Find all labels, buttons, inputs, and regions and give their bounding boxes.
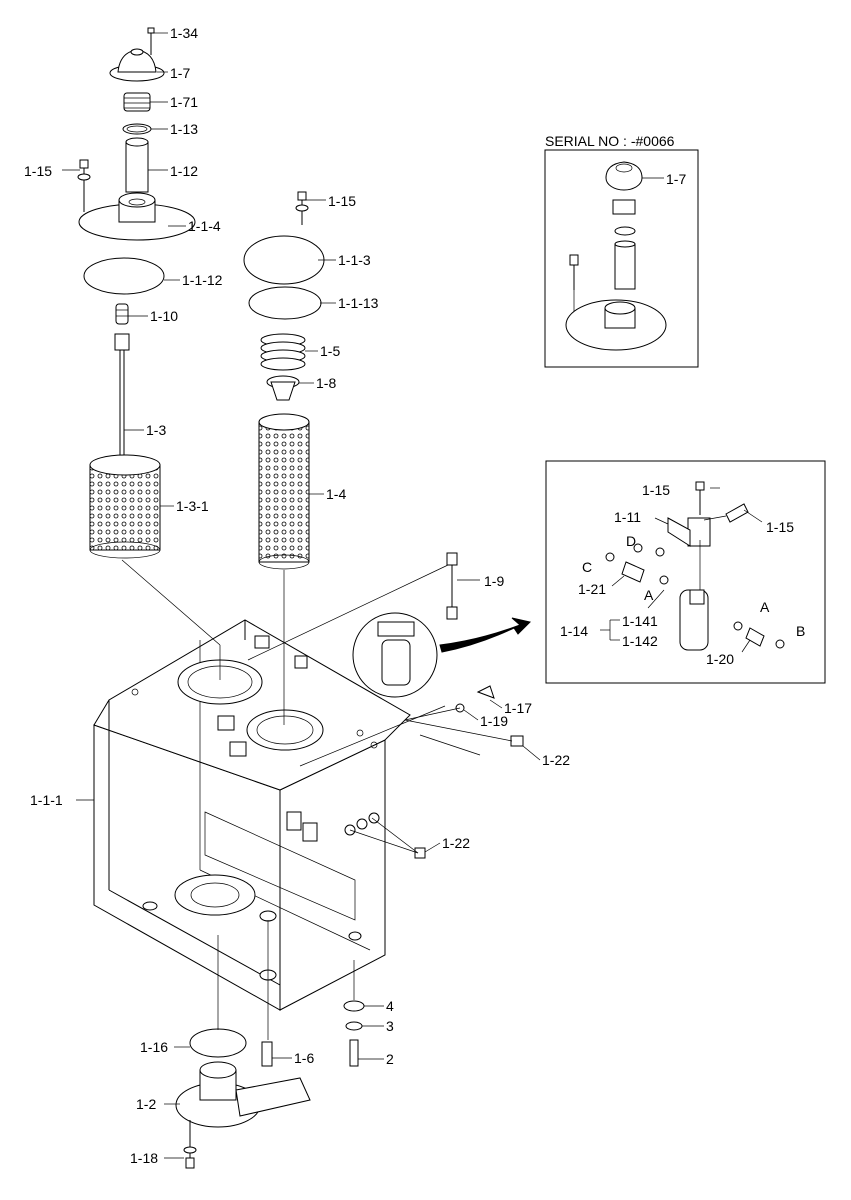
plug-1-22b <box>414 847 426 859</box>
label-1-71: 1-71 <box>170 94 198 110</box>
detail-label-A-left: A <box>644 587 654 603</box>
label-1-34: 1-34 <box>170 25 198 41</box>
gasket-1-1-12 <box>83 257 165 295</box>
spring-1-71 <box>123 92 151 112</box>
detail-label-1-11: 1-11 <box>614 509 641 525</box>
label-1-1-12: 1-1-12 <box>182 272 223 288</box>
cap-1-7 <box>109 48 165 82</box>
spring-1-10 <box>115 303 129 325</box>
spring-1-5 <box>260 333 306 371</box>
label-1-9: 1-9 <box>484 573 504 589</box>
gasket-1-16 <box>189 1028 247 1058</box>
pipe-1-12 <box>125 137 149 193</box>
detail-label-1-142: 1-142 <box>622 633 658 649</box>
label-1-1-3: 1-1-3 <box>338 252 371 268</box>
element-1-3-1 <box>89 454 161 559</box>
inset-detail-box <box>545 460 826 684</box>
label-2: 2 <box>386 1051 394 1067</box>
washer-4 <box>343 1000 365 1012</box>
washer-3 <box>345 1021 363 1031</box>
pipe-1-2 <box>175 1061 311 1128</box>
breather-1-17 <box>476 685 495 699</box>
strainer-1-4 <box>258 413 310 570</box>
label-1-22-upper: 1-22 <box>542 752 570 768</box>
label-1-1-13: 1-1-13 <box>338 295 379 311</box>
inset-serial-box <box>544 149 699 368</box>
label-1-7: 1-7 <box>170 65 190 81</box>
leader-lines <box>62 32 541 1159</box>
oring-1-13 <box>122 123 152 135</box>
label-1-3: 1-3 <box>146 422 166 438</box>
detail-label-B: B <box>796 623 805 639</box>
plug-1-22a <box>510 735 524 747</box>
label-1-10: 1-10 <box>150 308 178 324</box>
label-1-17: 1-17 <box>504 700 532 716</box>
detail-label-1-14: 1-14 <box>560 623 588 639</box>
label-1-16: 1-16 <box>140 1039 168 1055</box>
tank-body <box>93 619 411 1011</box>
bolt-1-15-center <box>295 191 309 225</box>
detail-label-D: D <box>626 533 636 549</box>
inset-serial-title: SERIAL NO : -#0066 <box>545 133 675 149</box>
label-1-4: 1-4 <box>326 486 346 502</box>
detail-label-1-21: 1-21 <box>578 581 606 597</box>
label-1-2: 1-2 <box>136 1096 156 1112</box>
label-4: 4 <box>386 998 394 1014</box>
cover-1-1-3 <box>243 235 325 285</box>
detail-label-1-15-right: 1-15 <box>766 519 794 535</box>
detail-label-1-15-top: 1-15 <box>642 482 670 498</box>
label-1-15-center: 1-15 <box>328 193 356 209</box>
bolt-1-15 <box>77 159 91 212</box>
label-1-15-left: 1-15 <box>24 163 52 179</box>
label-1-1-4: 1-1-4 <box>188 218 221 234</box>
fitting-1-6 <box>261 1041 273 1067</box>
detail-label-1-141: 1-141 <box>622 613 658 629</box>
inset-serial-label-1-7: 1-7 <box>666 171 686 187</box>
bolt-1-34 <box>147 27 155 55</box>
bolt-2 <box>349 1039 359 1067</box>
detail-label-C: C <box>582 559 592 575</box>
label-3: 3 <box>386 1018 394 1034</box>
label-1-8: 1-8 <box>316 375 336 391</box>
detail-label-1-20: 1-20 <box>706 651 734 667</box>
cover-1-1-4 <box>78 192 196 241</box>
label-1-6: 1-6 <box>294 1050 314 1066</box>
rod-1-3 <box>114 333 130 460</box>
label-1-1-1: 1-1-1 <box>30 792 63 808</box>
bolt-1-18 <box>183 1120 197 1169</box>
gasket-1-1-13 <box>248 286 322 320</box>
detail-circle <box>352 612 531 698</box>
detail-label-A-right: A <box>760 599 770 615</box>
label-1-3-1: 1-3-1 <box>176 498 209 514</box>
label-1-19: 1-19 <box>480 713 508 729</box>
valve-1-8 <box>266 375 300 401</box>
level-gauge-1-9 <box>446 552 458 620</box>
label-1-13: 1-13 <box>170 121 198 137</box>
label-1-12: 1-12 <box>170 163 198 179</box>
label-1-5: 1-5 <box>320 343 340 359</box>
label-1-18: 1-18 <box>130 1150 158 1166</box>
label-1-22-lower: 1-22 <box>442 835 470 851</box>
